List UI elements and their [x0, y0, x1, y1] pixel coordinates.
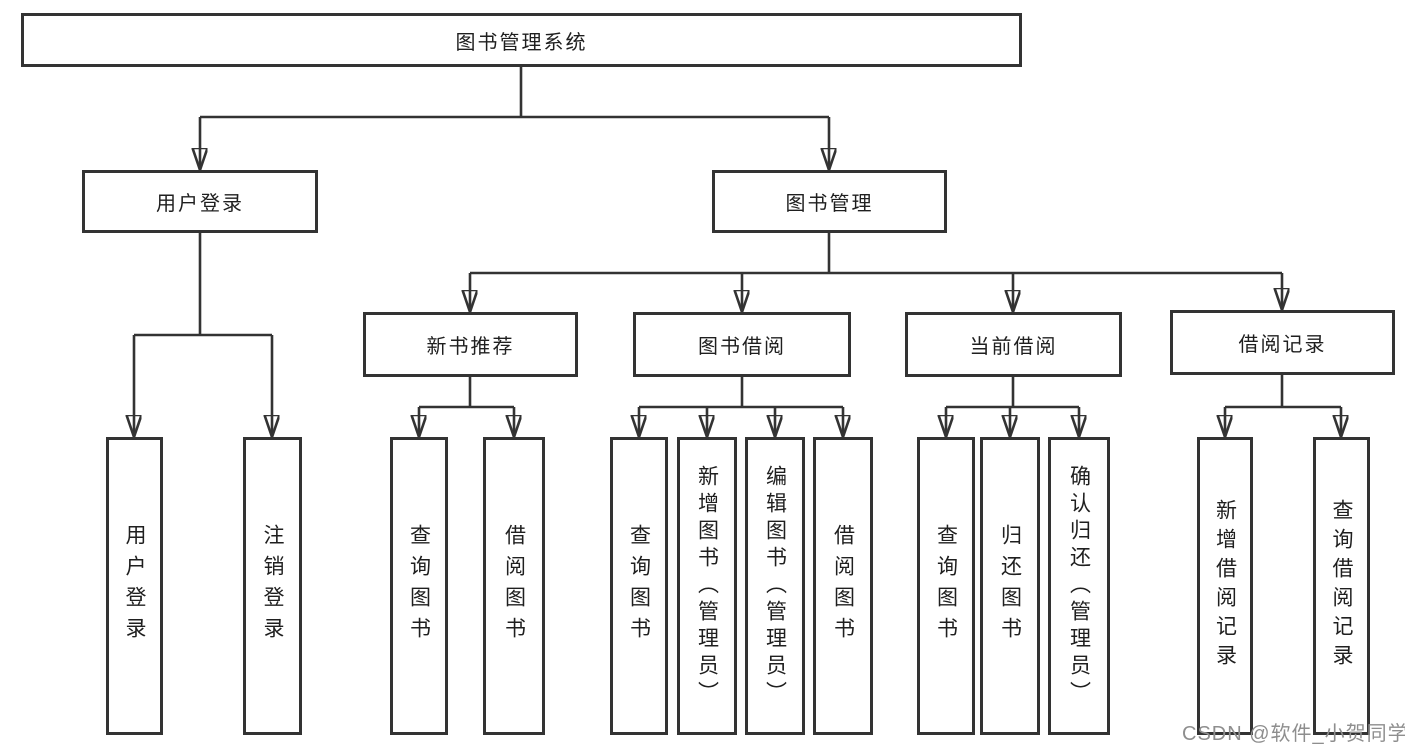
leaf-query-books-3: 查询图书: [917, 437, 975, 735]
leaf-confirm-return-admin: 确认归还（管理员）: [1048, 437, 1110, 735]
leaf-label: 编辑图书（管理员）: [763, 464, 787, 708]
node-book-borrowing: 图书借阅: [633, 312, 851, 377]
leaf-borrow-books-1: 借阅图书: [483, 437, 545, 735]
leaf-label: 查询图书: [934, 524, 958, 648]
leaf-label: 查询借阅记录: [1330, 499, 1353, 673]
leaf-label: 新增图书（管理员）: [695, 464, 719, 708]
node-library-management-system: 图书管理系统: [21, 13, 1022, 67]
leaf-query-borrow-record: 查询借阅记录: [1313, 437, 1370, 735]
leaf-edit-books-admin: 编辑图书（管理员）: [745, 437, 805, 735]
node-current-borrowing: 当前借阅: [905, 312, 1122, 377]
node-new-book-recommendation: 新书推荐: [363, 312, 578, 377]
leaf-borrow-books-2: 借阅图书: [813, 437, 873, 735]
leaf-label: 查询图书: [627, 524, 651, 648]
leaf-label: 归还图书: [998, 524, 1022, 648]
leaf-return-books: 归还图书: [980, 437, 1040, 735]
leaf-label: 借阅图书: [831, 524, 855, 648]
leaf-query-books-1: 查询图书: [390, 437, 448, 735]
leaf-label: 借阅图书: [502, 524, 526, 648]
leaf-label: 新增借阅记录: [1213, 499, 1237, 673]
node-user-login: 用户登录: [82, 170, 318, 233]
leaf-add-borrow-record: 新增借阅记录: [1197, 437, 1253, 735]
node-book-management: 图书管理: [712, 170, 947, 233]
leaf-user-login: 用户登录: [106, 437, 163, 735]
leaf-label: 确认归还（管理员）: [1067, 464, 1091, 708]
leaf-add-books-admin: 新增图书（管理员）: [677, 437, 737, 735]
leaf-label: 查询图书: [407, 524, 431, 648]
leaf-label: 注销登录: [261, 524, 284, 648]
leaf-query-books-2: 查询图书: [610, 437, 668, 735]
leaf-logout: 注销登录: [243, 437, 302, 735]
csdn-watermark: CSDN @软件_小贺同学: [1182, 723, 1405, 745]
leaf-label: 用户登录: [123, 524, 146, 648]
node-borrowing-records: 借阅记录: [1170, 310, 1395, 375]
